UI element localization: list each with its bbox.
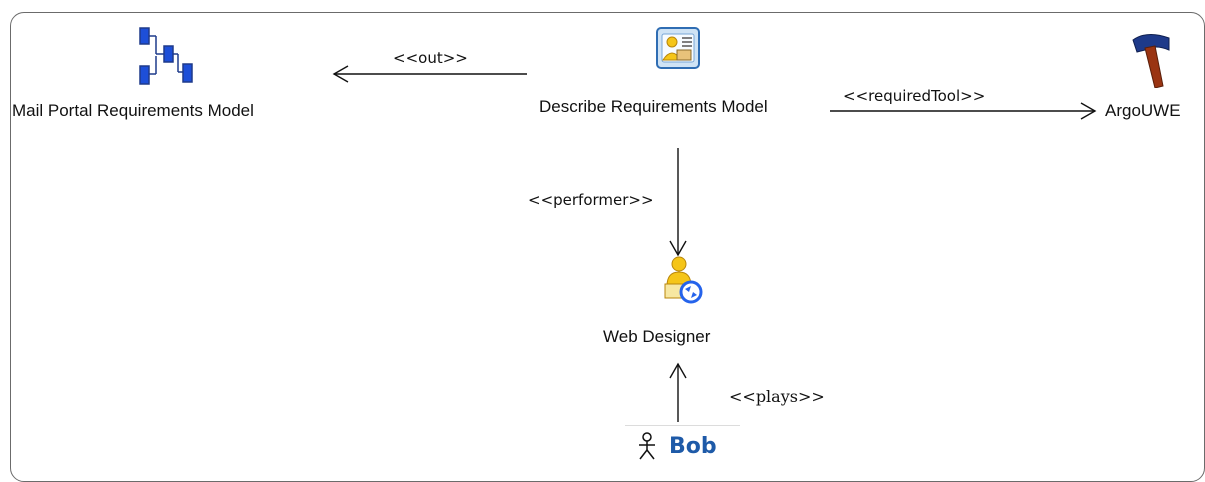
plays-stereotype-label: <<plays>> [729,387,825,406]
plays-arrow [669,362,687,422]
diagram-canvas [10,12,1205,482]
out-stereotype-label: <<out>> [393,49,468,67]
performer-stereotype-label: <<performer>> [528,191,654,209]
arrows-layer [332,65,1097,422]
web-designer-label: Web Designer [603,327,711,346]
out-arrow [332,65,527,83]
bob-label: Bob [669,434,717,459]
node-bob[interactable]: Bob [625,425,740,466]
workflow-diagram-icon [139,27,193,85]
required-tool-stereotype-label: <<requiredTool>> [843,87,986,105]
performer-arrow [669,148,687,257]
mail-portal-label: Mail Portal Requirements Model [12,101,254,120]
hammer-tool-icon [1132,34,1170,88]
task-card-icon [656,27,700,69]
required-tool-arrow [830,102,1097,120]
stick-figure-icon [639,432,655,460]
describe-label: Describe Requirements Model [539,97,768,116]
argouwe-label: ArgoUWE [1105,101,1181,120]
role-person-icon [664,256,703,304]
